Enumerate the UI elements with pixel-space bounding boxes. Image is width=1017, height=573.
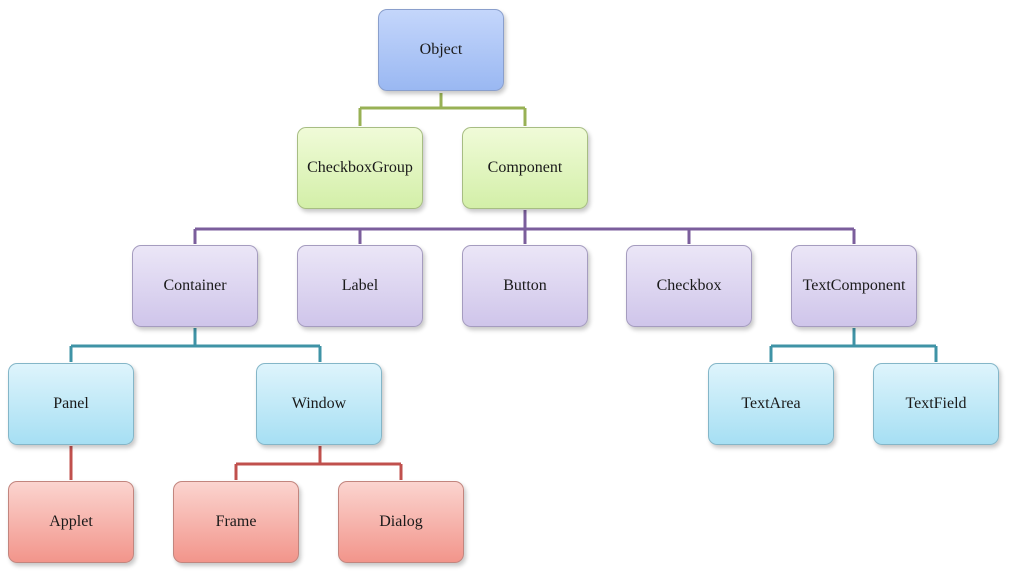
component-connectors: [193, 210, 856, 244]
container-connectors: [69, 328, 938, 362]
node-dialog: Dialog: [338, 481, 464, 563]
connector-textcomponent-bus: [769, 328, 938, 362]
node-checkbox: Checkbox: [626, 245, 752, 327]
node-checkboxgroup: CheckboxGroup: [297, 127, 423, 209]
node-object: Object: [378, 9, 504, 91]
node-label: Label: [297, 245, 423, 327]
node-container: Container: [132, 245, 258, 327]
node-component: Component: [462, 127, 588, 209]
node-textarea: TextArea: [708, 363, 834, 445]
connector-component-bus: [193, 210, 856, 244]
object-connectors: [358, 93, 527, 126]
node-frame: Frame: [173, 481, 299, 563]
node-panel: Panel: [8, 363, 134, 445]
node-button: Button: [462, 245, 588, 327]
connector-object-bus: [358, 93, 527, 126]
node-textcomponent: TextComponent: [791, 245, 917, 327]
node-applet: Applet: [8, 481, 134, 563]
node-textfield: TextField: [873, 363, 999, 445]
connector-container-bus: [69, 328, 322, 362]
node-window: Window: [256, 363, 382, 445]
connector-window-bus: [234, 446, 403, 480]
window-connectors: [69, 446, 403, 480]
